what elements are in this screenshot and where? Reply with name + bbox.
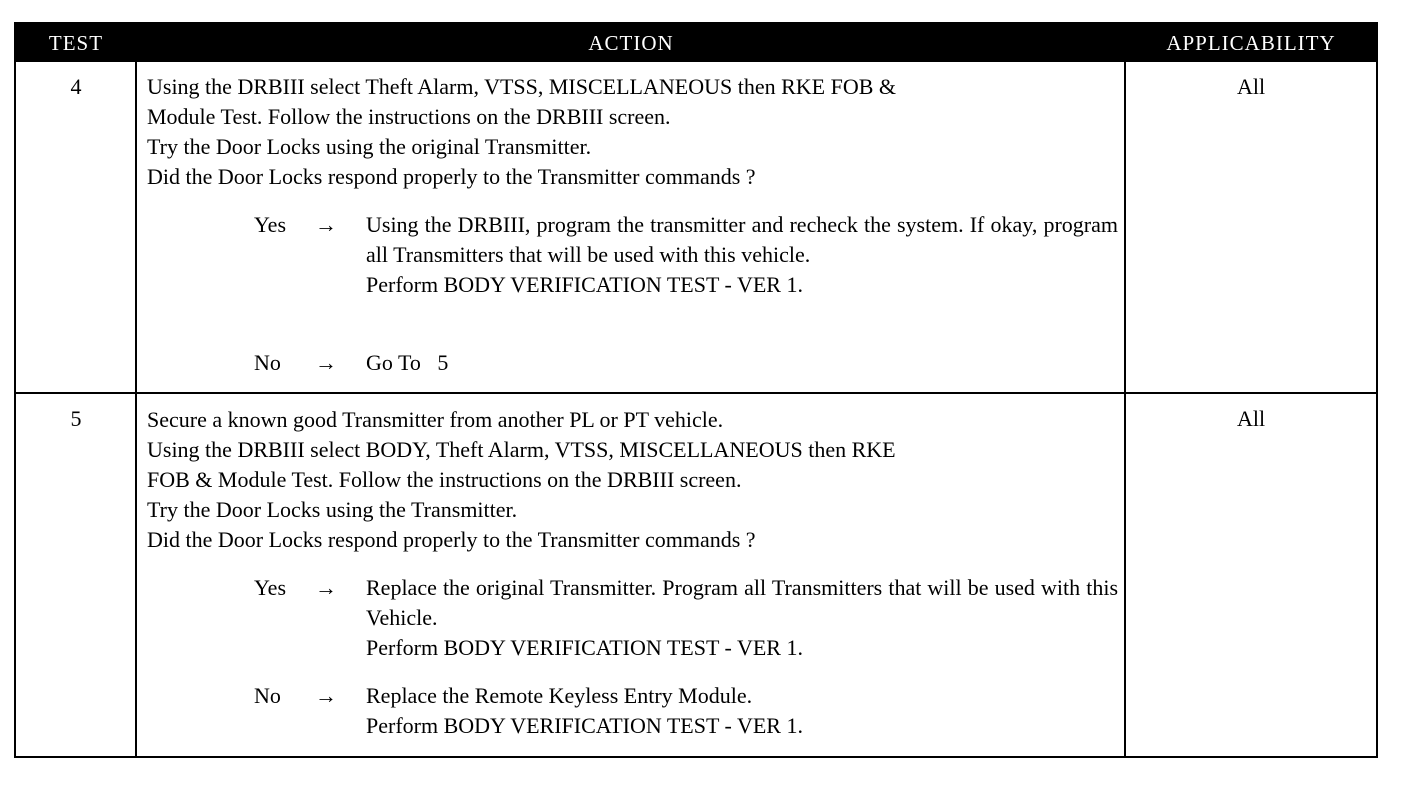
column-divider xyxy=(1124,62,1126,756)
arrow-right-icon: → xyxy=(315,350,337,375)
response-line: Perform BODY VERIFICATION TEST - VER 1. xyxy=(366,635,803,660)
no-text: Go To 5 xyxy=(366,348,1118,378)
no-text: Replace the Remote Keyless Entry Module.… xyxy=(366,681,1118,741)
action-line: Secure a known good Transmitter from ano… xyxy=(147,407,724,432)
action-line: Did the Door Locks respond properly to t… xyxy=(147,164,756,189)
diagnostic-table: TEST ACTION APPLICABILITY 4 All Using th… xyxy=(14,22,1378,758)
response-line: Replace the Remote Keyless Entry Module. xyxy=(366,683,753,708)
yes-response: Yes → Using the DRBIII, program the tran… xyxy=(147,210,1122,330)
no-response: No → Go To 5 xyxy=(147,348,1122,378)
action-cell: Secure a known good Transmitter from ano… xyxy=(147,405,1122,741)
action-cell: Using the DRBIII select Theft Alarm, VTS… xyxy=(147,72,1122,378)
action-line: Did the Door Locks respond properly to t… xyxy=(147,527,756,552)
arrow-right-icon: → xyxy=(315,575,337,600)
action-line: Using the DRBIII select Theft Alarm, VTS… xyxy=(147,74,896,99)
response-line: Using the DRBIII, program the transmitte… xyxy=(366,212,1118,267)
action-line: Module Test. Follow the instructions on … xyxy=(147,104,671,129)
response-line: Replace the original Transmitter. Progra… xyxy=(366,575,1118,630)
action-line: FOB & Module Test. Follow the instructio… xyxy=(147,467,742,492)
column-divider xyxy=(135,62,137,756)
action-line: Try the Door Locks using the Transmitter… xyxy=(147,497,518,522)
header-action: ACTION xyxy=(588,31,674,55)
yes-response: Yes → Replace the original Transmitter. … xyxy=(147,573,1122,663)
test-number: 4 xyxy=(70,74,82,99)
header-applicability: APPLICABILITY xyxy=(1166,31,1336,55)
no-label: No xyxy=(254,683,281,708)
no-label: No xyxy=(254,350,281,375)
row-divider xyxy=(16,392,1376,394)
yes-label: Yes xyxy=(254,575,287,600)
response-line: Perform BODY VERIFICATION TEST - VER 1. xyxy=(366,713,803,738)
arrow-right-icon: → xyxy=(315,683,337,708)
applicability-value: All xyxy=(1236,406,1266,431)
header-test: TEST xyxy=(48,31,104,55)
applicability-value: All xyxy=(1236,74,1266,99)
table-header: TEST ACTION APPLICABILITY xyxy=(16,24,1376,62)
yes-text: Using the DRBIII, program the transmitte… xyxy=(366,210,1118,300)
action-line: Try the Door Locks using the original Tr… xyxy=(147,134,592,159)
no-response: No → Replace the Remote Keyless Entry Mo… xyxy=(147,681,1122,741)
response-line: Go To 5 xyxy=(366,350,449,375)
yes-label: Yes xyxy=(254,212,287,237)
action-line: Using the DRBIII select BODY, Theft Alar… xyxy=(147,437,896,462)
arrow-right-icon: → xyxy=(315,212,337,237)
yes-text: Replace the original Transmitter. Progra… xyxy=(366,573,1118,663)
response-line: Perform BODY VERIFICATION TEST - VER 1. xyxy=(366,272,803,297)
test-number: 5 xyxy=(70,406,82,431)
